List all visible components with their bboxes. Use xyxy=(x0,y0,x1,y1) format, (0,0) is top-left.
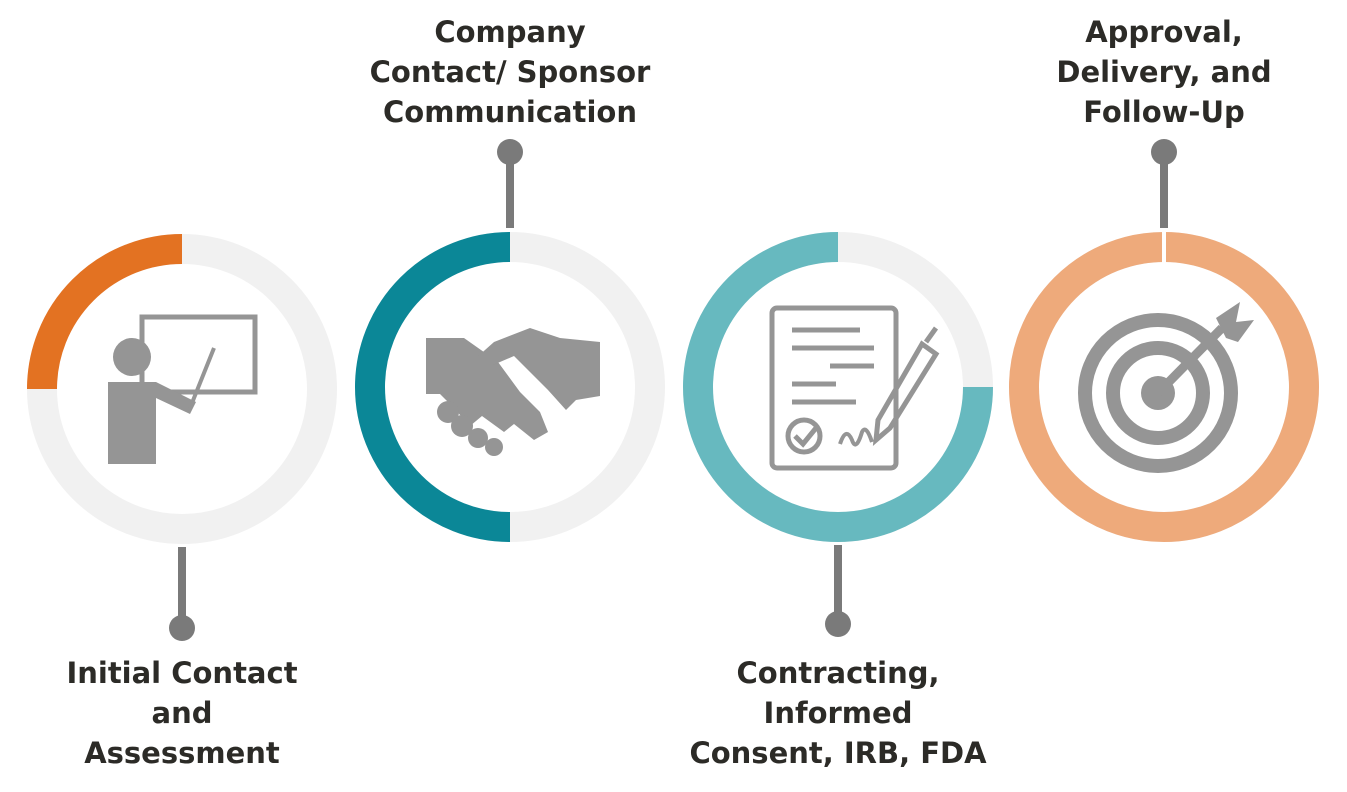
handshake-icon xyxy=(426,328,600,456)
step-label-line: Assessment xyxy=(84,736,280,770)
step-label-line: Company xyxy=(434,15,586,49)
ring-progress-company-contact xyxy=(355,232,511,542)
signed-document-icon xyxy=(769,305,940,471)
step-label-line: Follow-Up xyxy=(1083,95,1245,129)
step-label-line: Approval, xyxy=(1085,15,1243,49)
connector-dot-approval xyxy=(1151,139,1177,165)
step-label-line: Contracting, xyxy=(736,656,940,690)
step-label-line: Communication xyxy=(382,95,637,129)
ring-progress-contracting xyxy=(683,232,993,542)
step-company-contact xyxy=(355,139,665,542)
step-label-line: Contact/ Sponsor xyxy=(369,55,651,89)
connector-dot-company-contact xyxy=(497,139,523,165)
step-label-approval: Approval, Delivery, and Follow-Up xyxy=(974,12,1347,132)
step-label-line: Delivery, and xyxy=(1056,55,1272,89)
target-arrow-icon xyxy=(1078,302,1254,473)
step-label-line: Consent, IRB, FDA xyxy=(689,736,987,770)
ring-progress-approval xyxy=(1009,232,1319,543)
step-contracting xyxy=(683,232,993,637)
step-label-line: Initial Contact xyxy=(66,656,298,690)
step-label-line: and xyxy=(151,696,213,730)
presenter-whiteboard-icon xyxy=(108,314,258,464)
step-label-company-contact: Company Contact/ Sponsor Communication xyxy=(320,12,700,132)
step-label-contracting: Contracting, Informed Consent, IRB, FDA xyxy=(648,653,1028,773)
connector-dot-initial-contact xyxy=(169,615,195,641)
step-initial-contact xyxy=(27,234,337,641)
step-approval xyxy=(1009,139,1319,543)
step-label-initial-contact: Initial Contact and Assessment xyxy=(0,653,372,773)
connector-dot-contracting xyxy=(825,611,851,637)
ring-progress-initial-contact xyxy=(27,234,183,390)
step-label-line: Informed xyxy=(763,696,913,730)
